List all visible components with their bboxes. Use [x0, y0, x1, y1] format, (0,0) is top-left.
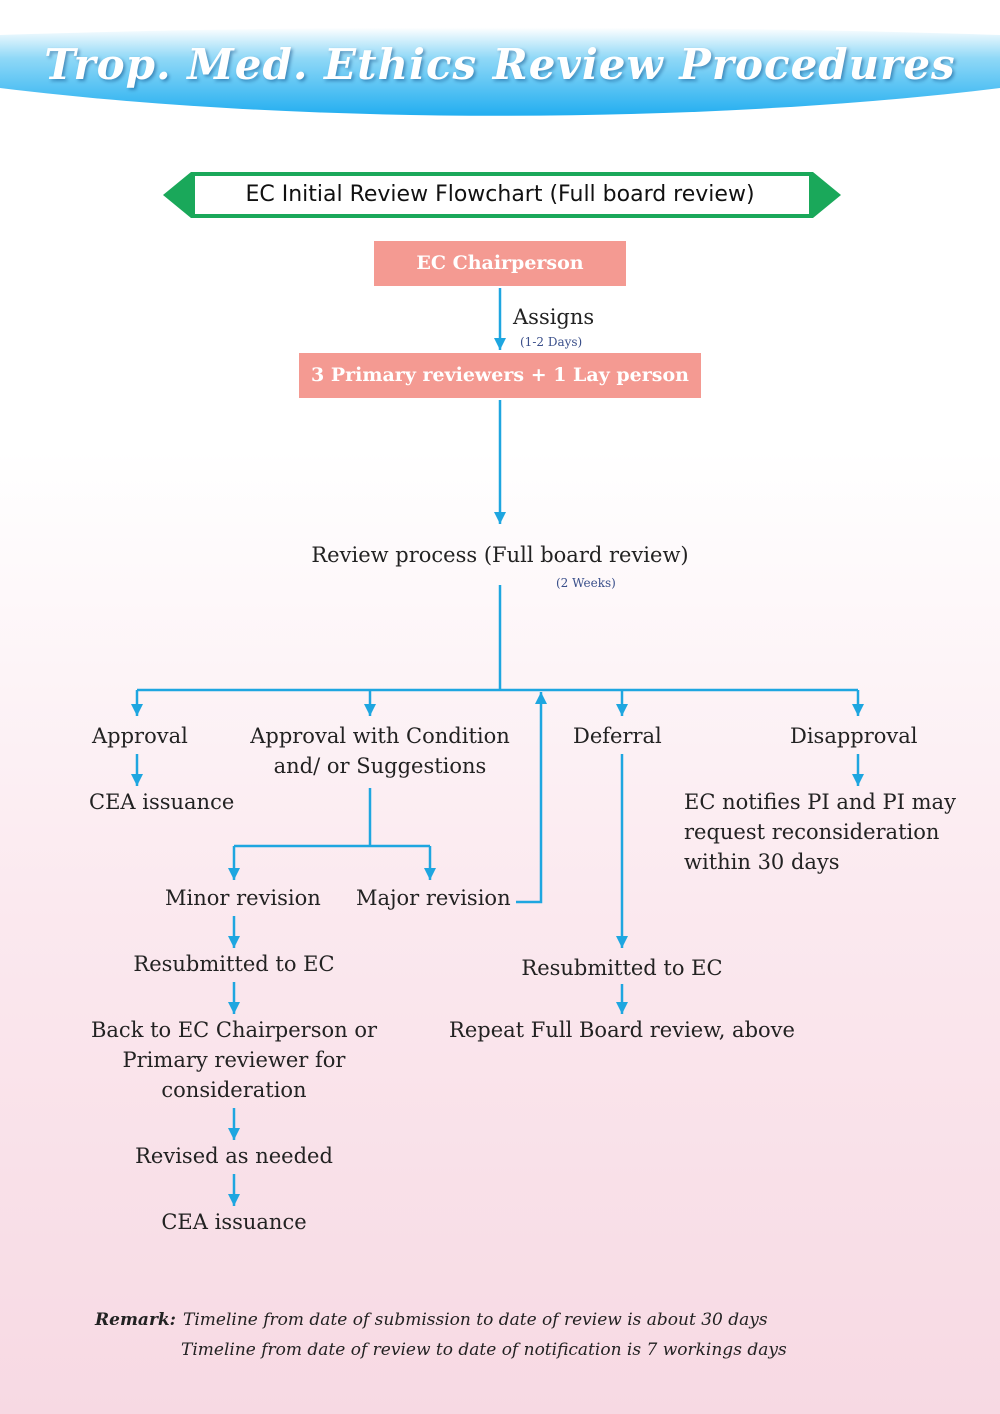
assigns-time: (1-2 Days)	[520, 335, 583, 349]
review-process-label: Review process (Full board review)	[311, 543, 689, 567]
approval-cea-label: CEA issuance	[89, 790, 235, 814]
revised-label: Revised as needed	[135, 1144, 333, 1168]
approval-condition-label-2: and/ or Suggestions	[273, 754, 487, 778]
repeat-review-label: Repeat Full Board review, above	[449, 1018, 795, 1042]
chairperson-box: EC Chairperson	[374, 241, 626, 286]
reviewers-label: 3 Primary reviewers + 1 Lay person	[311, 364, 689, 386]
deferral-label: Deferral	[573, 724, 662, 748]
approval-label: Approval	[92, 724, 188, 748]
back-to-ec-label-3: consideration	[161, 1078, 307, 1102]
back-to-ec-label-1: Back to EC Chairperson or	[90, 1018, 378, 1042]
header-band	[0, 27, 1000, 116]
deferral-resubmitted-label: Resubmitted to EC	[521, 956, 723, 980]
assigns-label: Assigns	[513, 305, 595, 329]
back-to-ec-label-2: Primary reviewer for	[122, 1048, 346, 1072]
disapproval-note-2: request reconsideration	[684, 820, 940, 844]
minor-cea-label: CEA issuance	[161, 1210, 307, 1234]
remark-line-2: Timeline from date of review to date of …	[181, 1340, 787, 1360]
review-process-time: (2 Weeks)	[556, 576, 616, 590]
disapproval-label: Disapproval	[790, 724, 918, 748]
approval-condition-label-1: Approval with Condition	[250, 724, 510, 748]
remark-line-1: Timeline from date of submission to date…	[183, 1310, 768, 1330]
flowchart-title: EC Initial Review Flowchart (Full board …	[245, 182, 755, 207]
banner-shape	[163, 172, 841, 218]
page-title: Trop. Med. Ethics Review Procedures	[44, 40, 956, 89]
disapproval-note-3: within 30 days	[684, 850, 840, 874]
disapproval-note-1: EC notifies PI and PI may	[684, 790, 956, 814]
remark-label: Remark:	[95, 1310, 176, 1330]
reviewers-box: 3 Primary reviewers + 1 Lay person	[299, 353, 701, 398]
minor-revision-label: Minor revision	[165, 886, 321, 910]
chairperson-label: EC Chairperson	[416, 252, 584, 274]
major-revision-label: Major revision	[356, 886, 511, 910]
minor-resubmitted-label: Resubmitted to EC	[133, 952, 335, 976]
